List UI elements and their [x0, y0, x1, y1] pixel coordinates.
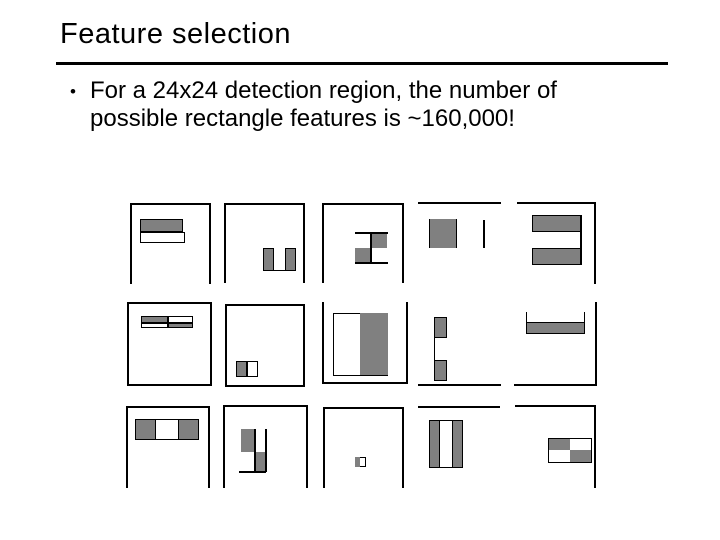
- feature-rect: [355, 248, 370, 263]
- feature-box-r1-c2: [322, 302, 408, 384]
- feature-rect: [241, 429, 254, 452]
- feature-rect: [570, 450, 592, 463]
- feature-rect: [135, 419, 156, 440]
- feature-rect: [371, 233, 387, 248]
- feature-box-r1-c3: [418, 304, 501, 386]
- bullet-line-2: possible rectangle features is ~160,000!: [90, 105, 515, 132]
- feature-line: [580, 216, 582, 264]
- feature-rect: [254, 452, 265, 472]
- feature-box-r2-c1: [223, 405, 308, 488]
- bullet-text: For a 24x24 detection region, the number…: [90, 77, 557, 133]
- feature-box-r0-c0: [130, 203, 211, 284]
- feature-box-r1-c0: [127, 302, 212, 386]
- feature-rect: [167, 322, 193, 328]
- feature-rect: [526, 322, 585, 334]
- feature-box-r2-c0: [126, 406, 210, 488]
- feature-line: [265, 429, 267, 472]
- feature-rect: [263, 248, 274, 271]
- feature-box-r0-c1: [224, 203, 305, 283]
- feature-rect: [548, 438, 570, 450]
- feature-rect: [156, 419, 178, 440]
- feature-rect: [434, 338, 447, 360]
- feature-rect: [236, 361, 247, 377]
- feature-rect: [274, 248, 285, 271]
- feature-rect: [434, 360, 447, 381]
- feature-box-r2-c4: [515, 405, 596, 488]
- feature-line: [141, 322, 193, 324]
- feature-rect: [440, 420, 452, 468]
- feature-rect: [532, 215, 582, 232]
- feature-rect: [360, 457, 366, 467]
- feature-rect: [285, 248, 296, 271]
- feature-rect: [452, 420, 463, 468]
- feature-box-r0-c3: [418, 202, 501, 284]
- feature-box-r0-c2: [322, 203, 404, 283]
- feature-rect: [548, 438, 592, 463]
- page-title: Feature selection: [60, 18, 291, 50]
- feature-rect: [355, 457, 360, 467]
- feature-box-r0-c4: [517, 202, 596, 284]
- feature-line: [370, 232, 372, 263]
- feature-rect: [526, 312, 585, 322]
- feature-rect: [360, 313, 388, 376]
- bullet-icon: •: [70, 82, 76, 101]
- title-underline: [56, 62, 668, 65]
- feature-line: [355, 262, 388, 264]
- feature-line: [483, 220, 485, 248]
- feature-rect: [141, 316, 167, 322]
- feature-line: [239, 471, 266, 473]
- feature-box-r2-c2: [323, 407, 404, 488]
- feature-box-r1-c4: [514, 302, 597, 386]
- bullet-line-1: For a 24x24 detection region, the number…: [90, 77, 557, 104]
- feature-box-r1-c1: [225, 304, 305, 387]
- feature-rect: [178, 419, 199, 440]
- feature-rect: [140, 219, 183, 232]
- feature-rect: [434, 317, 447, 338]
- feature-line: [254, 429, 256, 472]
- feature-rect: [532, 248, 582, 265]
- feature-rect: [333, 313, 360, 376]
- feature-rect: [140, 232, 185, 243]
- feature-rect: [429, 420, 440, 468]
- feature-rect: [247, 361, 258, 377]
- feature-box-r2-c3: [418, 406, 500, 488]
- feature-rect: [429, 219, 457, 248]
